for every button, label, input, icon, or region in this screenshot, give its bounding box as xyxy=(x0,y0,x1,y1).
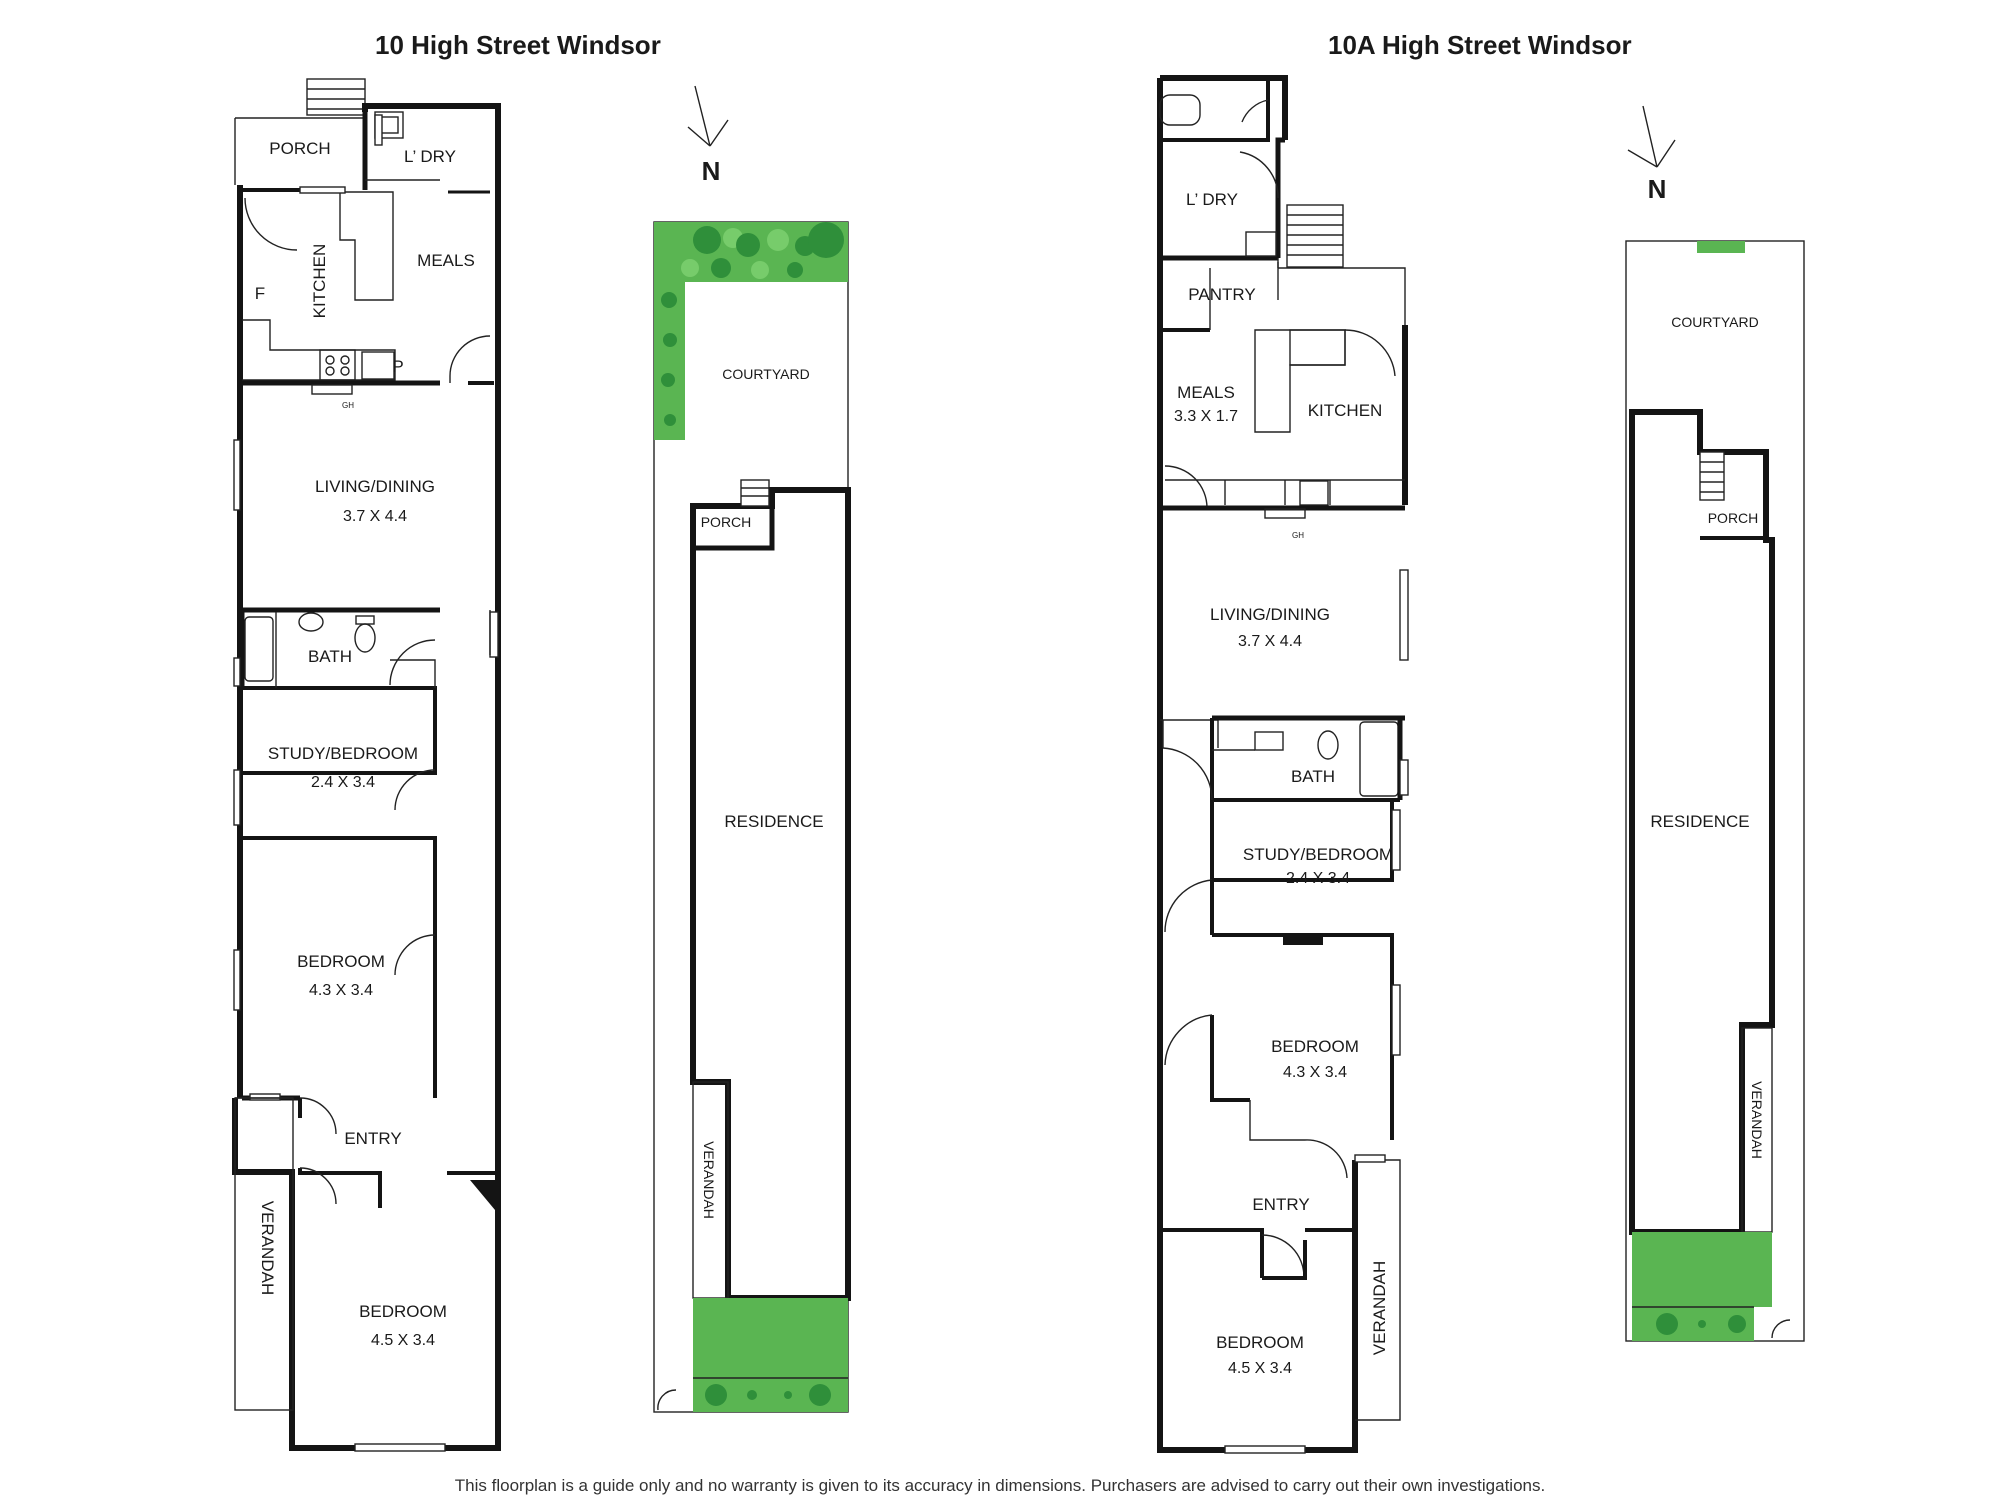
label-gas-heater: GH xyxy=(342,401,354,410)
label-site-residence: RESIDENCE xyxy=(724,812,823,831)
north-arrow-icon: N xyxy=(687,85,729,186)
siteplan-10-high-street: N COURTYARD PORCH RESIDENCE xyxy=(653,85,851,1413)
title-10a-high-street: 10A High Street Windsor xyxy=(1328,30,1632,60)
label-laundry-a: L’ DRY xyxy=(1186,190,1238,209)
label-porch: PORCH xyxy=(269,139,330,158)
tree-icon xyxy=(661,222,844,426)
label-pantry: P xyxy=(392,357,403,376)
label-study-bedroom-size: 2.4 X 3.4 xyxy=(311,774,375,791)
label-bath-a: BATH xyxy=(1291,767,1335,786)
label-north: N xyxy=(702,156,721,186)
label-north-a: N xyxy=(1648,174,1667,204)
label-site-porch: PORCH xyxy=(701,514,752,530)
label-living-dining: LIVING/DINING xyxy=(315,477,435,496)
label-verandah: VERANDAH xyxy=(258,1201,277,1295)
label-site-verandah-a: VERANDAH xyxy=(1749,1081,1765,1159)
label-site-residence-a: RESIDENCE xyxy=(1650,812,1749,831)
label-bedroom-front-a: BEDROOM xyxy=(1216,1333,1304,1352)
label-meals-a-size: 3.3 X 1.7 xyxy=(1174,408,1238,425)
label-meals: MEALS xyxy=(417,251,475,270)
siteplan-10a-high-street: N COURTYARD PORCH RESIDENCE VERANDAH xyxy=(1625,105,1805,1342)
label-bath: BATH xyxy=(308,647,352,666)
label-site-courtyard: COURTYARD xyxy=(722,366,809,382)
label-living-dining-a: LIVING/DINING xyxy=(1210,605,1330,624)
label-fridge: F xyxy=(255,284,265,303)
label-site-porch-a: PORCH xyxy=(1708,510,1759,526)
label-meals-a: MEALS xyxy=(1177,383,1235,402)
label-entry-a: ENTRY xyxy=(1252,1195,1309,1214)
label-entry: ENTRY xyxy=(344,1129,401,1148)
label-laundry: L’ DRY xyxy=(404,147,456,166)
label-bedroom-a-size: 4.3 X 3.4 xyxy=(1283,1064,1347,1081)
label-bedroom: BEDROOM xyxy=(297,952,385,971)
label-site-courtyard-a: COURTYARD xyxy=(1671,314,1758,330)
floorplan-10a-high-street: L’ DRY PANTRY MEALS 3.3 X 1.7 KITCHEN GH… xyxy=(1157,75,1409,1454)
label-kitchen: KITCHEN xyxy=(310,244,329,319)
label-study-bedroom-a: STUDY/BEDROOM xyxy=(1243,845,1393,864)
title-10-high-street: 10 High Street Windsor xyxy=(375,30,661,60)
label-study-bedroom-a-size: 2.4 X 3.4 xyxy=(1286,870,1350,887)
label-study-bedroom: STUDY/BEDROOM xyxy=(268,744,418,763)
north-arrow-icon: N xyxy=(1627,105,1676,204)
label-kitchen-a: KITCHEN xyxy=(1308,401,1383,420)
label-living-dining-size: 3.7 X 4.4 xyxy=(343,508,407,525)
label-bedroom-front-size: 4.5 X 3.4 xyxy=(371,1332,435,1349)
label-bedroom-a: BEDROOM xyxy=(1271,1037,1359,1056)
label-site-verandah: VERANDAH xyxy=(701,1141,717,1219)
label-bedroom-front: BEDROOM xyxy=(359,1302,447,1321)
label-pantry-a: PANTRY xyxy=(1188,285,1255,304)
floorplan-10-high-street: PORCH L’ DRY MEALS KITCHEN F P GH LIVING… xyxy=(232,78,501,1452)
disclaimer: This floorplan is a guide only and no wa… xyxy=(454,1476,1546,1495)
label-bedroom-size: 4.3 X 3.4 xyxy=(309,982,373,999)
label-living-dining-a-size: 3.7 X 4.4 xyxy=(1238,633,1302,650)
label-bedroom-front-a-size: 4.5 X 3.4 xyxy=(1228,1360,1292,1377)
label-gas-heater-a: GH xyxy=(1292,531,1304,540)
label-verandah-a: VERANDAH xyxy=(1370,1261,1389,1355)
